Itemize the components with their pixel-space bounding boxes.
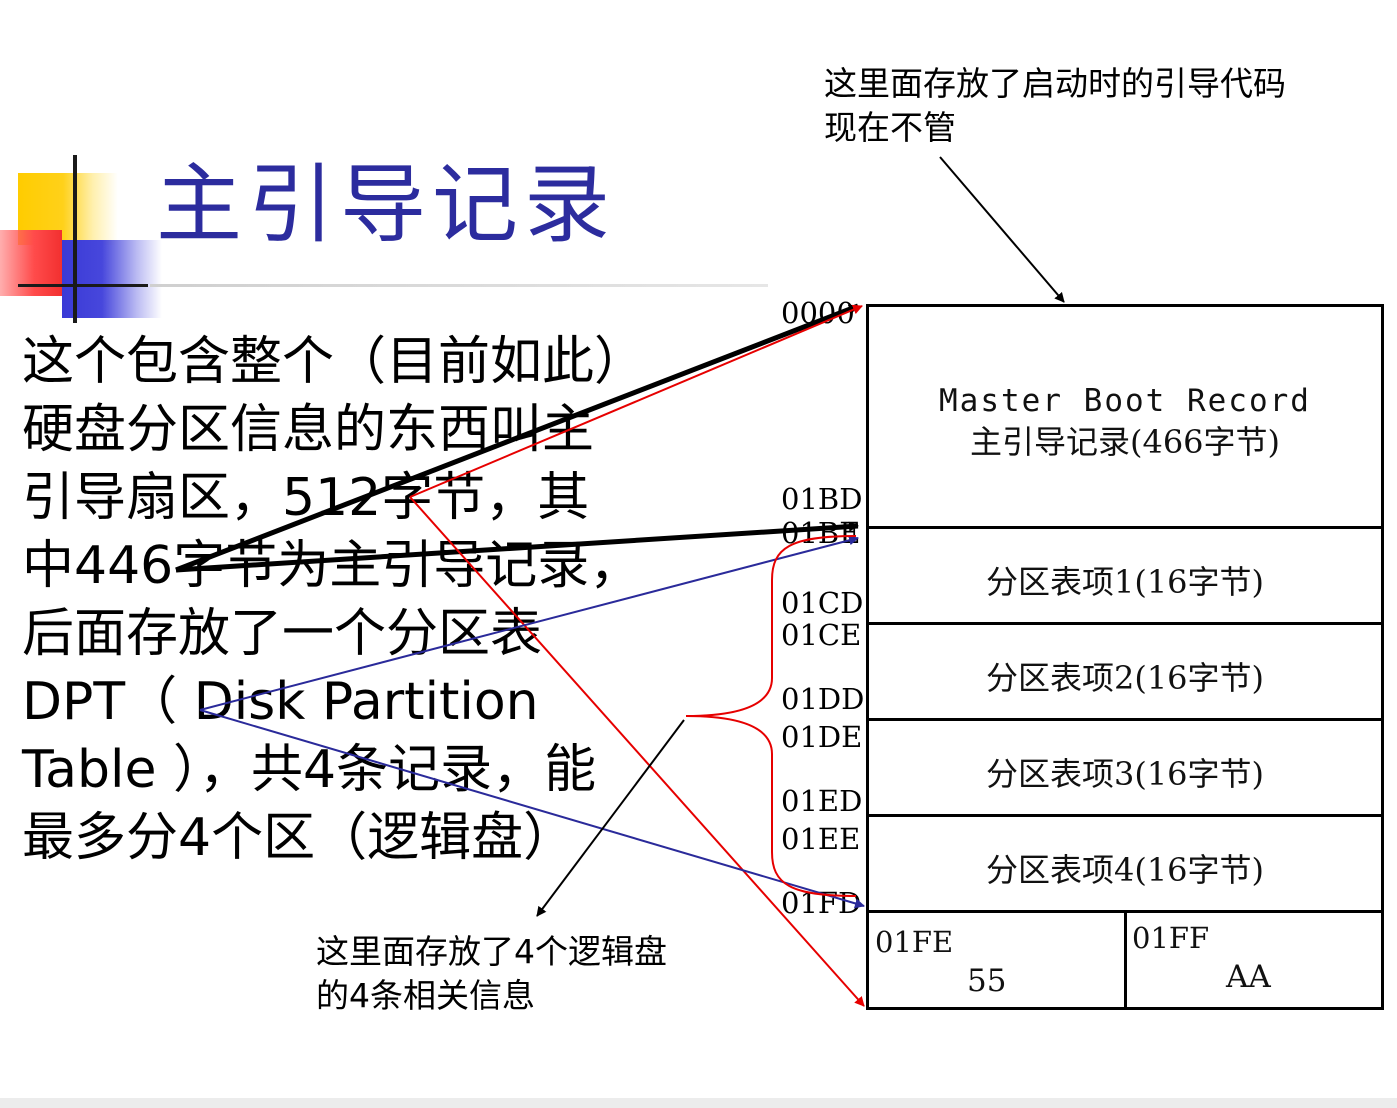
- partition-entry-1: 分区表项1(16字节): [985, 563, 1265, 601]
- row-divider: [869, 910, 1381, 913]
- boot-record-chinese: 主引导记录(466字节): [969, 423, 1281, 461]
- description-line-1: 这个包含整个（目前如此）: [22, 332, 647, 392]
- boot-code-note-line-1: 这里面存放了启动时的引导代码: [824, 64, 1286, 103]
- arrow-446-to-start: [175, 303, 859, 573]
- offset-label-01ee: 01EE: [781, 822, 861, 856]
- partition-entry-4: 分区表项4(16字节): [985, 851, 1265, 889]
- partition-note-line-2: 的4条相关信息: [316, 976, 535, 1015]
- offset-label-01de: 01DE: [781, 720, 863, 754]
- decor-horizontal-line: [18, 284, 148, 287]
- row-divider: [869, 718, 1381, 721]
- partition-brace: [685, 535, 857, 897]
- offset-label-01fd: 01FD: [781, 886, 862, 920]
- slide-bottom-strip: [0, 1098, 1397, 1108]
- arrow-446-to-end: [175, 521, 859, 573]
- description-line-2: 硬盘分区信息的东西叫主: [22, 400, 595, 460]
- boot-code-note-arrow: [939, 156, 1065, 303]
- signature-value-55: 55: [967, 963, 1007, 999]
- arrow-dpt-to-end: [199, 709, 865, 909]
- description-line-8: 最多分4个区（逻辑盘）: [22, 808, 576, 868]
- row-divider: [869, 526, 1381, 529]
- description-text: 这个包含整个（目前如此） 硬盘分区信息的东西叫主 引导扇区，512字节，其 中4…: [22, 328, 692, 872]
- boot-code-note-line-2: 现在不管: [824, 108, 956, 147]
- offset-label-01cd: 01CD: [781, 586, 864, 620]
- decor-vertical-line: [73, 155, 77, 323]
- offset-label-01ed: 01ED: [781, 784, 863, 818]
- description-line-6: DPT（ Disk Partition: [22, 672, 539, 732]
- row-divider: [869, 622, 1381, 625]
- arrow-dpt-to-start: [199, 535, 859, 711]
- partition-entry-2: 分区表项2(16字节): [985, 659, 1265, 697]
- arrow-512-to-end: [409, 496, 865, 1007]
- partition-note-line-1: 这里面存放了4个逻辑盘: [316, 932, 667, 971]
- signature-offset-01ff: 01FF: [1132, 921, 1210, 955]
- slide-title: 主引导记录: [156, 155, 616, 255]
- signature-value-aa: AA: [1226, 959, 1271, 995]
- partition-note: 这里面存放了4个逻辑盘 的4条相关信息: [316, 930, 667, 1018]
- boot-record-english: Master Boot Record: [939, 383, 1311, 419]
- title-underline: [150, 284, 768, 287]
- boot-code-note: 这里面存放了启动时的引导代码 现在不管: [824, 62, 1286, 150]
- signature-offset-01fe: 01FE: [875, 925, 954, 959]
- description-line-7: Table ），共4条记录，能: [22, 740, 597, 800]
- offset-label-01bd: 01BD: [781, 482, 863, 516]
- row-divider: [869, 814, 1381, 817]
- decor-blue-square: [62, 240, 162, 318]
- signature-divider: [1124, 913, 1127, 1007]
- mbr-layout-table: Master Boot Record 主引导记录(466字节) 分区表项1(16…: [866, 304, 1384, 1010]
- arrow-512-to-start: [409, 304, 863, 498]
- description-line-5: 后面存放了一个分区表: [22, 604, 543, 664]
- offset-label-01ce: 01CE: [781, 618, 862, 652]
- partition-note-arrow: [536, 719, 685, 917]
- offset-label-01dd: 01DD: [781, 682, 865, 716]
- partition-entry-3: 分区表项3(16字节): [985, 755, 1265, 793]
